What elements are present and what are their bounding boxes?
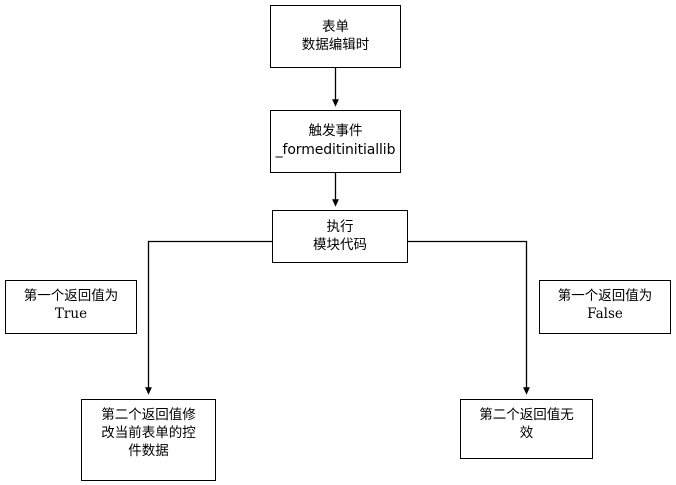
node-return-true[interactable]: 第一个返回值为 True [5, 280, 137, 334]
node-return-false-line1: 第一个返回值为 [557, 288, 653, 304]
edge-exec-to-ignore-second [408, 240, 530, 395]
node-return-true-line1: 第一个返回值为 [23, 288, 119, 304]
node-exec-module-line2: 模块代码 [313, 236, 367, 253]
node-return-false-value: False [587, 305, 623, 322]
node-trigger-event[interactable]: 触发事件 _formeditinitiallib [270, 110, 401, 173]
node-exec-module[interactable]: 执行 模块代码 [272, 210, 408, 263]
node-apply-second-line1: 第二个返回值修 [101, 407, 196, 423]
node-ignore-second-line2: 效 [519, 424, 534, 441]
node-form-edit-line1: 表单 [322, 18, 349, 35]
node-ignore-second-line1: 第二个返回值无 [479, 407, 574, 423]
node-trigger-event-line1: 触发事件 [308, 123, 363, 140]
node-apply-second-line3: 件数据 [128, 442, 169, 459]
node-form-edit[interactable]: 表单 数据编辑时 [270, 5, 401, 68]
node-form-edit-line2: 数据编辑时 [301, 36, 370, 53]
node-return-false[interactable]: 第一个返回值为 False [539, 280, 671, 334]
node-ignore-second[interactable]: 第二个返回值无 效 [460, 399, 593, 459]
node-return-true-value: True [54, 305, 88, 322]
node-apply-second[interactable]: 第二个返回值修 改当前表单的控 件数据 [81, 399, 216, 481]
node-trigger-event-handler-name: _formeditinitiallib [275, 142, 396, 159]
edge-exec-to-apply-second [145, 240, 272, 395]
node-exec-module-line1: 执行 [326, 218, 354, 235]
node-apply-second-line2: 改当前表单的控 [101, 424, 196, 441]
